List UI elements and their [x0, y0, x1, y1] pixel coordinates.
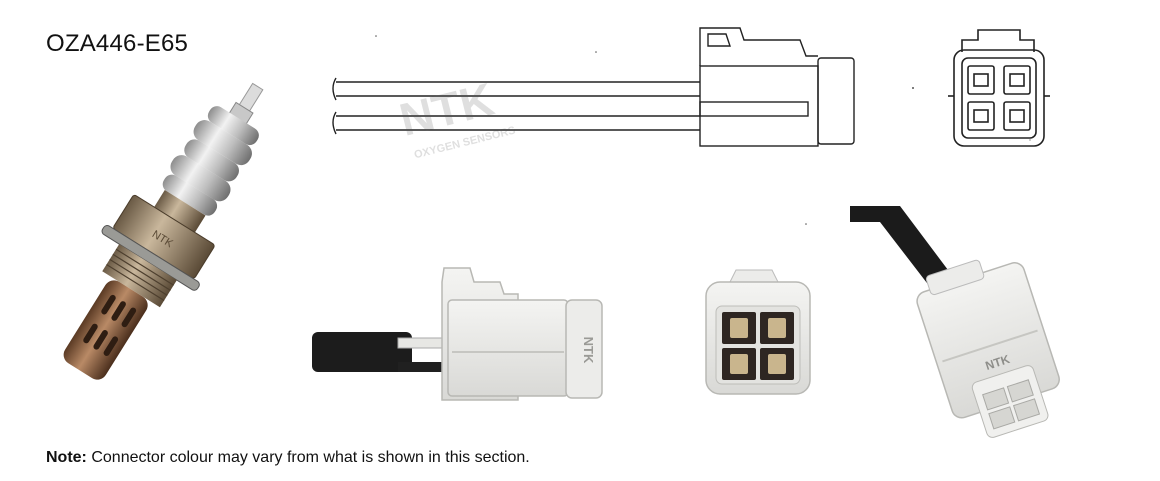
connector-side-mark: NTK — [581, 337, 596, 364]
connector-line-drawing-side — [332, 27, 855, 147]
connector-colour-note: Note: Connector colour may vary from wha… — [46, 449, 530, 467]
note-text: Connector colour may vary from what is s… — [86, 449, 530, 466]
specks — [375, 35, 1031, 225]
ntk-watermark: NTK OXYGEN SENSORS — [395, 73, 517, 162]
note-label: Note: — [46, 449, 87, 466]
oxygen-sensor-photo: NTK — [63, 82, 264, 380]
connector-photo-front — [705, 269, 811, 395]
connector-photo-side: NTK — [312, 267, 603, 401]
connector-line-drawing-front — [948, 29, 1050, 147]
connector-photo-angled: NTK — [850, 206, 1060, 438]
part-number: OZA446-E65 — [46, 30, 189, 57]
